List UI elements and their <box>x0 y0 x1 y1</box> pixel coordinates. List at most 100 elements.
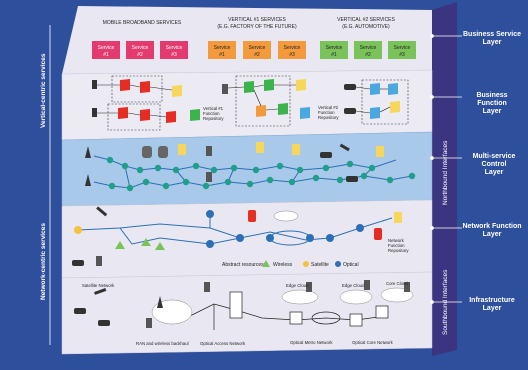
function-block <box>166 111 176 123</box>
robot-icon <box>96 256 102 266</box>
svg-text:#1: #1 <box>103 52 109 58</box>
svg-text:Service: Service <box>394 45 411 51</box>
function-block <box>370 83 380 95</box>
function-group-box <box>107 103 161 131</box>
service-button-v1-2[interactable]: Service #2 <box>243 41 271 59</box>
svg-text:Repository: Repository <box>203 116 224 121</box>
function-block <box>140 81 150 93</box>
antenna-icon <box>157 296 163 308</box>
database-icon <box>248 210 256 222</box>
northbound-label: Northbound Interfaces <box>442 140 449 205</box>
robot-icon <box>222 84 228 94</box>
function-block <box>140 109 150 121</box>
svg-text:Service: Service <box>166 45 183 51</box>
service-button-mbb-3[interactable]: Service #3 <box>160 41 188 59</box>
service-button-v2-3[interactable]: Service #3 <box>388 41 416 59</box>
svg-text:Function: Function <box>318 110 335 115</box>
infrastructure-layer <box>61 271 433 355</box>
service-button-v2-1[interactable]: Service #1 <box>320 41 348 59</box>
function-group-box <box>235 75 291 127</box>
car-icon <box>320 152 358 182</box>
database-icon <box>142 146 168 158</box>
database-icon <box>374 228 382 240</box>
layer-connectors <box>430 34 462 304</box>
cloud-icon <box>273 210 299 222</box>
interface-bar <box>432 2 457 356</box>
robot-icon <box>146 318 152 328</box>
svg-text:#3: #3 <box>399 52 405 58</box>
business-function-layer <box>61 69 433 141</box>
svg-text:#1: #1 <box>331 52 337 58</box>
car-icon <box>72 260 84 266</box>
function-repository-label: Vertical #1 Function Repository <box>203 106 224 121</box>
car-icon <box>344 108 356 114</box>
svg-text:#3: #3 <box>289 52 295 58</box>
robot-icon <box>206 146 212 182</box>
legend-satellite: Satellite <box>311 262 329 268</box>
svg-text:Repository: Repository <box>318 115 339 120</box>
satellite-icon <box>339 143 350 152</box>
svg-text:#3: #3 <box>171 52 177 58</box>
svg-text:Service: Service <box>326 45 343 51</box>
svg-text:#2: #2 <box>365 52 371 58</box>
function-repository-label: Vertical #2 Function Repository <box>318 105 339 120</box>
infra-label-core-cloud: Core Cloud <box>386 281 408 286</box>
function-block <box>390 101 400 113</box>
function-block <box>172 85 182 97</box>
svg-text:Service: Service <box>98 45 115 51</box>
svg-text:Service: Service <box>249 45 266 51</box>
function-block <box>264 79 274 91</box>
svg-text:#2: #2 <box>254 52 260 58</box>
service-button-mbb-2[interactable]: Service #2 <box>126 41 154 59</box>
infra-label-ran: RAN and wireless backhaul <box>136 341 189 346</box>
service-button-v2-2[interactable]: Service #2 <box>354 41 382 59</box>
service-button-mbb-1[interactable]: Service #1 <box>92 41 120 59</box>
function-block <box>178 142 384 157</box>
vertical2-function-chain: Vertical #2 Function Repository <box>300 79 409 125</box>
svg-text:Vertical #1: Vertical #1 <box>203 106 224 111</box>
svg-text:Function: Function <box>388 243 405 248</box>
function-block <box>296 79 306 91</box>
service-button-v1-3[interactable]: Service #3 <box>278 41 306 59</box>
svg-text:Repository: Repository <box>388 248 409 253</box>
svg-text:#2: #2 <box>137 52 143 58</box>
service-group-mbb: MOBILE BROADBAND SERVICES Service #1 Ser… <box>92 20 188 59</box>
function-block <box>190 109 200 121</box>
network-function-graph: Network Function Repository Abstract res… <box>72 206 409 268</box>
legend-optical-icon <box>335 261 341 267</box>
antenna-icon <box>85 146 91 186</box>
function-block <box>256 105 266 117</box>
car-icon <box>74 308 86 314</box>
svg-text:Service: Service <box>360 45 377 51</box>
function-block <box>278 103 288 115</box>
function-block <box>118 107 128 119</box>
legend-abstract: Abstract resources: <box>222 262 265 268</box>
service-group-vertical2: VERTICAL #2 SERVICES (E.G. AUTOMOTIVE) S… <box>320 17 416 59</box>
legend-optical: Optical <box>343 262 359 268</box>
wireless-node <box>115 238 165 250</box>
svg-text:Service: Service <box>132 45 149 51</box>
service-button-v1-1[interactable]: Service #1 <box>208 41 236 59</box>
function-group-box <box>111 75 163 103</box>
cloud-icon <box>151 287 414 325</box>
vertical1-function-chain: Vertical #1 Function Repository <box>190 75 306 127</box>
network-function-repository-label: Network Function Repository <box>388 238 409 253</box>
legend-wireless: Wireless <box>273 262 293 268</box>
infra-label-edge-cloud-2: Edge Cloud <box>342 283 365 288</box>
control-graph <box>85 142 416 192</box>
function-block <box>388 83 398 95</box>
satellite-icon <box>96 206 108 217</box>
mbb-function-chain <box>92 75 182 131</box>
svg-text:#1: #1 <box>219 52 225 58</box>
infrastructure-graph: Satellite Network Edge Cloud Edge Cloud … <box>74 280 414 346</box>
function-block <box>244 81 254 93</box>
svg-text:Service: Service <box>284 45 301 51</box>
service-group-vertical1: VERTICAL #1 SERVICES (E.G. FACTORY OF TH… <box>208 17 306 59</box>
network-centric-label: Network-centric services <box>40 223 47 300</box>
infra-label-satellite: Satellite Network <box>82 283 115 288</box>
